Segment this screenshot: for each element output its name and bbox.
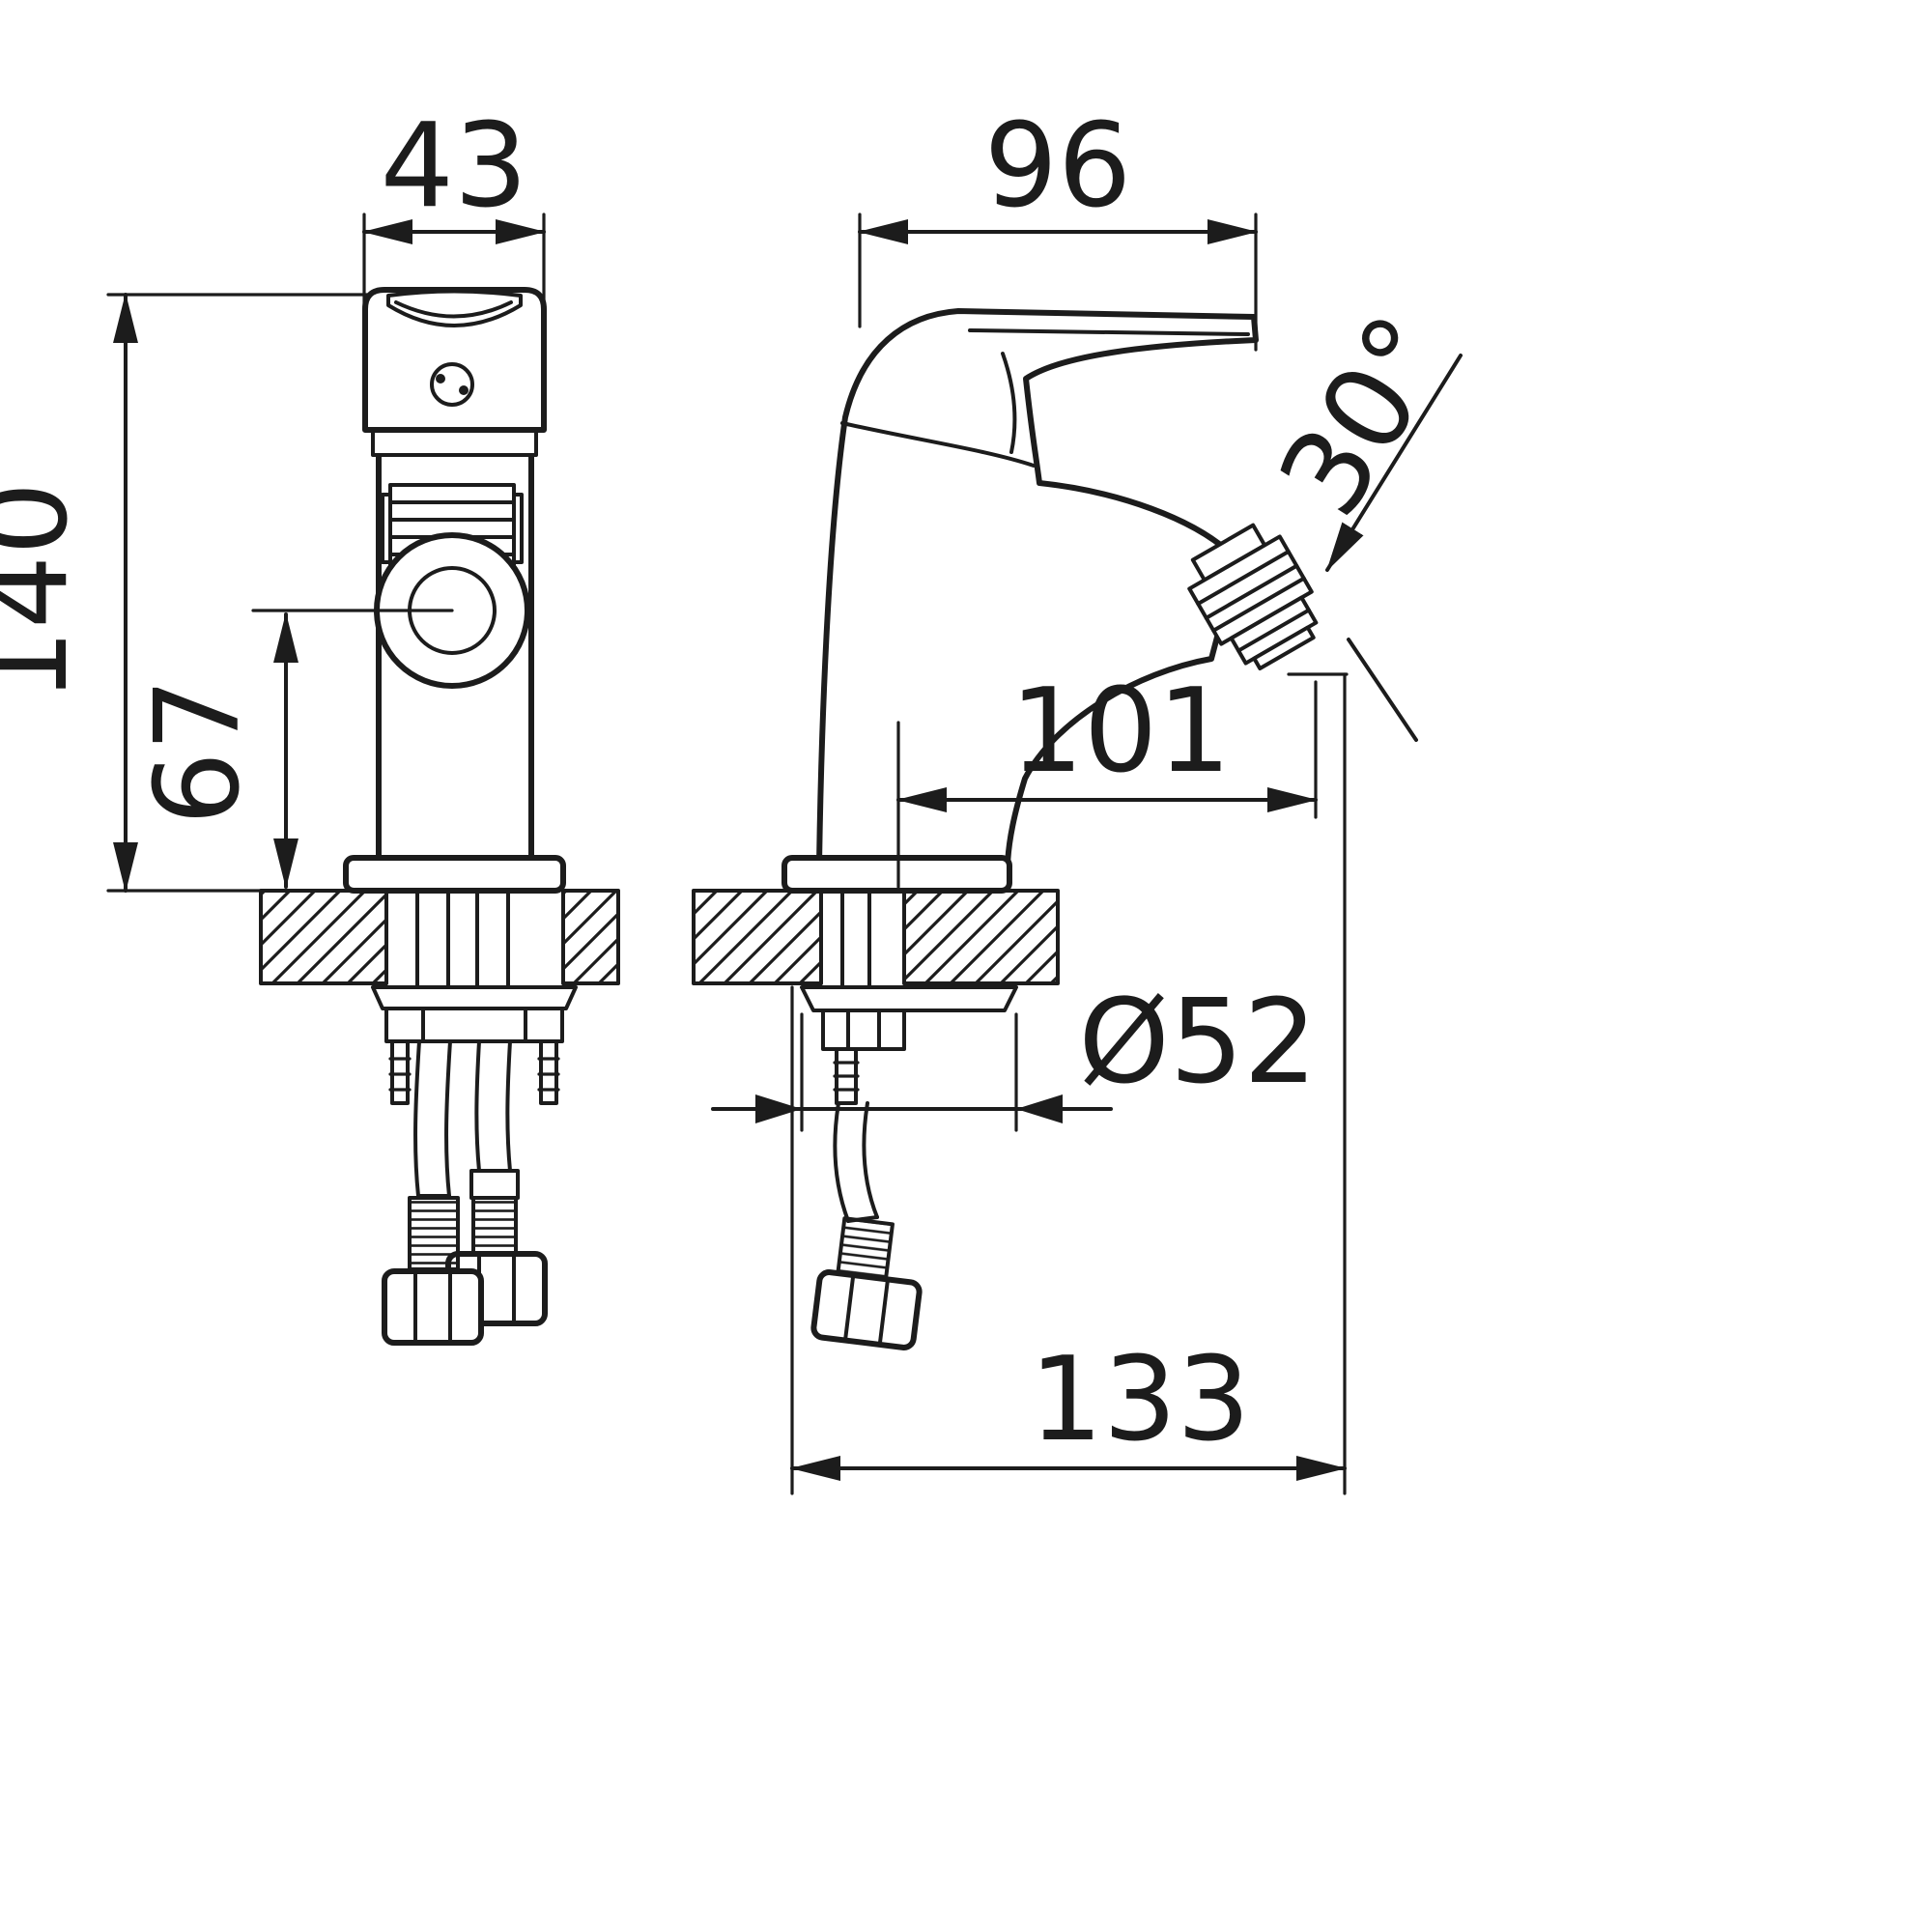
arrowhead xyxy=(755,1094,802,1123)
dimension-handle-depth: 96 xyxy=(858,99,1258,352)
base-flange-front xyxy=(343,855,566,894)
hose-hex-nut xyxy=(810,1269,923,1350)
dim-label-101: 101 xyxy=(1009,665,1231,799)
supply-hose-side xyxy=(810,1101,923,1350)
dim-label-67: 67 xyxy=(131,678,266,826)
front-view xyxy=(259,287,620,1346)
dim-label-133: 133 xyxy=(1029,1333,1250,1467)
mounting-stud-left xyxy=(390,1039,410,1105)
hose-hex-nut xyxy=(382,1268,484,1346)
hose-braid xyxy=(471,1196,518,1256)
dim-label-140: 140 xyxy=(0,481,94,702)
dimensions-front: 43 140 67 xyxy=(0,99,546,893)
dim-label-43: 43 xyxy=(381,99,528,234)
dimension-aerator-angle: 30° xyxy=(1254,294,1477,742)
angle-reference-line xyxy=(1347,638,1418,742)
side-mounting-deck xyxy=(692,887,1060,989)
front-mounting-deck xyxy=(259,887,620,989)
front-faucet-body xyxy=(343,287,566,894)
dimension-spout-reach: 101 xyxy=(896,665,1349,889)
side-faucet-body xyxy=(781,308,1319,894)
dim-label-30deg: 30° xyxy=(1254,294,1477,539)
deck-hole-front xyxy=(387,887,562,986)
deck-hole-side xyxy=(822,887,903,986)
handle-slot xyxy=(386,289,523,327)
faucet-collar xyxy=(371,428,538,457)
dimension-total-height: 140 xyxy=(0,293,371,893)
mounting-nut-side xyxy=(821,1009,906,1051)
mounting-washer-side xyxy=(800,985,1018,1012)
front-underdeck-assembly xyxy=(371,985,578,1346)
supply-hose-left xyxy=(382,1039,484,1346)
aerator-tip xyxy=(1252,625,1316,670)
set-screw xyxy=(430,362,474,407)
side-underdeck-assembly xyxy=(800,985,1018,1350)
dimension-body-width: 43 xyxy=(362,99,546,325)
faucet-body-side xyxy=(816,308,1259,868)
aerator-front xyxy=(374,483,530,689)
dim-label-d52: Ø52 xyxy=(1078,976,1317,1110)
side-view xyxy=(692,308,1319,1350)
dimension-base-diameter: Ø52 xyxy=(711,976,1318,1132)
mounting-stud-right xyxy=(539,1039,558,1105)
aerator-side xyxy=(1187,523,1319,670)
dimension-hose-depth: 133 xyxy=(790,672,1347,1495)
dimension-spout-height: 67 xyxy=(131,609,454,889)
cap-seam xyxy=(840,421,1036,468)
dim-label-96: 96 xyxy=(984,99,1132,234)
mounting-nut-front xyxy=(384,1007,564,1043)
lever-seam xyxy=(1001,352,1017,454)
lever-top-line xyxy=(968,328,1250,336)
arrowhead xyxy=(1016,1094,1063,1123)
hose-connector xyxy=(469,1169,520,1200)
angle-leader-line xyxy=(1325,354,1463,572)
mounting-washer-front xyxy=(371,985,578,1010)
hose-braid xyxy=(408,1196,460,1271)
